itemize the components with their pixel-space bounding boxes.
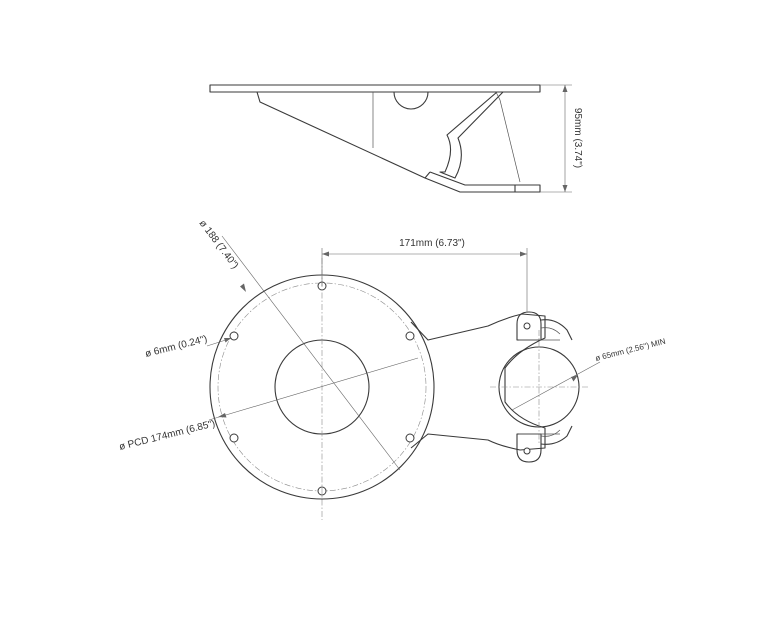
- clamp-strap-bottom-inner: [540, 429, 561, 437]
- clamp-strap-top-inner: [540, 327, 561, 335]
- plate-diameter-label: ø 188 (7.40"): [197, 218, 241, 271]
- top-plate: [209, 84, 541, 93]
- pole-notch: [393, 91, 429, 110]
- hole-diameter-arrow: [224, 338, 231, 343]
- clamp-end-plate: [514, 184, 541, 193]
- clamp-lug-top: [516, 311, 542, 341]
- clamp-lug-bottom-hole: [523, 447, 531, 455]
- clamp-arm-upper: [429, 171, 540, 186]
- pole-diameter-leader: [511, 361, 601, 411]
- clamp-arm-inner: [424, 177, 540, 193]
- arm-outline: [410, 313, 546, 451]
- clamp-lug-top-hole: [523, 322, 531, 330]
- pcd-leader: [208, 357, 419, 421]
- clamp-strap-top: [540, 319, 573, 341]
- height-arrow-bottom: [562, 185, 568, 192]
- bolt-hole: [229, 331, 239, 341]
- v-notch: [439, 91, 504, 179]
- side-gusset: [256, 91, 431, 179]
- hole-diameter-label: ø 6mm (0.24"): [144, 334, 208, 360]
- side-view: 95mm (3.74"): [209, 84, 583, 193]
- bolt-hole: [405, 433, 415, 443]
- v-notch-outer: [495, 91, 521, 183]
- bolt-hole: [405, 331, 415, 341]
- pcd-arrow: [218, 413, 227, 418]
- clamp-strap-bottom: [540, 425, 573, 445]
- bolt-hole: [229, 433, 239, 443]
- pcd-label: ø PCD 174mm (6.85"): [118, 418, 216, 453]
- clamp-lug-bottom: [516, 433, 542, 463]
- pole-diameter-arrow: [571, 375, 578, 382]
- plate-diameter-arrow: [240, 283, 246, 292]
- span-arrow-left: [322, 251, 329, 257]
- pole-diameter-label: ø 65mm (2.56") MIN: [594, 337, 666, 363]
- height-arrow-top: [562, 85, 568, 92]
- span-label: 171mm (6.73"): [399, 238, 465, 249]
- span-arrow-right: [520, 251, 527, 257]
- plate-diameter-leader: [221, 235, 401, 471]
- top-view: 171mm (6.73") ø 188 (7.40") ø 6mm (0.24"…: [118, 218, 667, 520]
- height-label: 95mm (3.74"): [572, 108, 583, 168]
